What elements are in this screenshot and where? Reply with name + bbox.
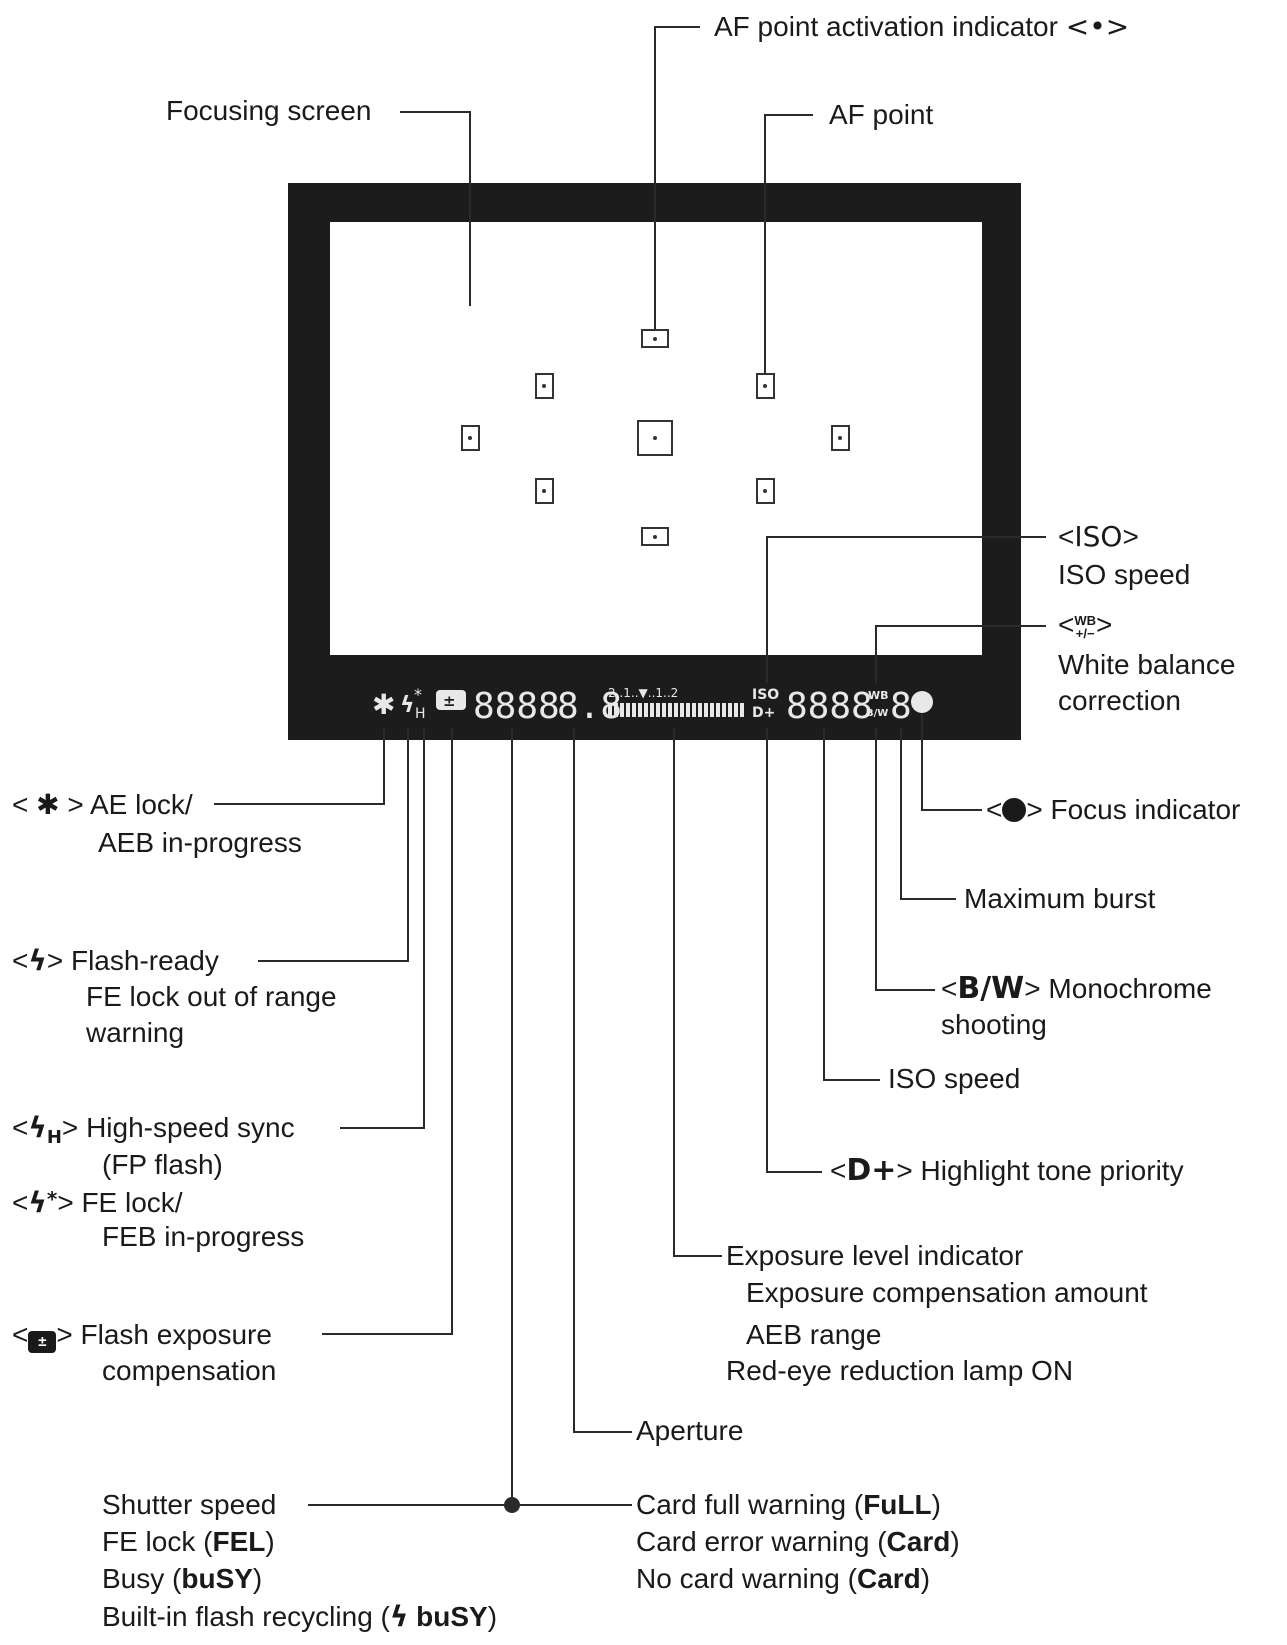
leader-focusing-screen	[400, 111, 471, 306]
lcd-exposure-bars	[608, 703, 744, 717]
label-monochrome: <B/W> Monochrome	[941, 971, 1212, 1006]
label-iso-speed-top: ISO speed	[1058, 559, 1191, 590]
label-fe-lock: <ϟ*> FE lock/	[12, 1186, 183, 1219]
label-iso-speed-bottom: ISO speed	[888, 1063, 1021, 1094]
af-point-right	[831, 425, 850, 451]
label-iso-symbol: <ISO>	[1058, 520, 1139, 553]
lcd-flash-star: *	[414, 685, 422, 704]
leader-wb	[875, 625, 1046, 683]
leader-iso-top	[766, 536, 1046, 683]
label-wb-correction-2: correction	[1058, 685, 1181, 716]
fe-lock-icon: ϟ*	[28, 1186, 58, 1219]
lcd-flash-h: H	[415, 706, 426, 722]
label-wb-correction-1: White balance	[1058, 649, 1236, 680]
leader-fe-comp	[322, 728, 453, 1335]
label-flash-ready-3: warning	[86, 1017, 185, 1048]
wb-correction-icon: WB+/−	[1074, 612, 1097, 641]
label-exposure-level: Exposure level indicator	[726, 1240, 1024, 1271]
lcd-fe-comp-icon	[436, 690, 466, 710]
af-point-lower-right	[756, 478, 775, 504]
leader-ae-lock	[214, 728, 385, 805]
leader-exposure-level	[673, 728, 722, 1257]
lcd-iso-digits: 8888	[786, 686, 873, 727]
flash-recycling-icon: ϟ	[389, 1600, 409, 1633]
label-highlight-tone: <D+> Highlight tone priority	[830, 1153, 1184, 1188]
label-card-full: Card full warning (FuLL)	[636, 1489, 941, 1520]
lcd-exposure-scale: 2..1..▼..1..2	[608, 686, 678, 700]
lcd-focus-dot	[911, 691, 933, 713]
label-hs-sync-2: (FP flash)	[102, 1149, 223, 1180]
leader-focus-indicator	[921, 714, 982, 811]
label-flash-exp-comp-2: compensation	[102, 1355, 277, 1386]
leader-max-burst	[900, 728, 956, 900]
label-ae-lock: < ✱ > AE lock/	[12, 788, 193, 821]
af-points	[461, 329, 850, 546]
label-red-eye: Red-eye reduction lamp ON	[726, 1355, 1074, 1386]
label-focus-indicator: <> Focus indicator	[986, 794, 1241, 825]
label-ae-lock-2: AEB in-progress	[98, 827, 302, 858]
lcd-dplus-label: D+	[752, 705, 775, 721]
flash-h-icon: ϟH	[28, 1111, 62, 1148]
lcd-shutter-digits: 8888	[473, 686, 560, 727]
label-flash-exp-comp: <±> Flash exposure	[12, 1318, 272, 1353]
label-fe-lock-2: FEB in-progress	[102, 1221, 305, 1252]
lcd-ae-lock-icon: ✱	[372, 688, 395, 721]
af-point-upper-left	[535, 373, 554, 399]
leader-flash-ready	[258, 728, 409, 962]
leader-af-activation	[654, 26, 700, 330]
ae-lock-icon: ✱	[36, 788, 60, 821]
label-fe-lock-fel: FE lock (FEL)	[102, 1526, 275, 1557]
lcd-bw-label: B/W	[866, 708, 888, 719]
flash-icon: ϟ	[28, 944, 47, 977]
lcd-fe-comp-symbol: ±	[443, 692, 456, 710]
bw-icon: B/W	[957, 971, 1025, 1006]
lcd-strip: ✱ ϟ * H ± 8888 8.8 2..1..▼..1..2 ISO D+ …	[372, 685, 933, 727]
label-busy: Busy (buSY)	[102, 1563, 263, 1594]
label-shutter-speed: Shutter speed	[102, 1489, 277, 1520]
label-focusing-screen: Focusing screen	[166, 95, 372, 126]
af-point-left	[461, 425, 480, 451]
label-card-error: Card error warning (Card)	[636, 1526, 960, 1557]
lcd-burst-digit: 8	[890, 686, 912, 727]
leader-aperture	[573, 728, 632, 1433]
leader-hs-sync	[340, 728, 425, 1129]
lcd-iso-label: ISO	[752, 687, 779, 703]
focus-dot-icon	[1002, 798, 1027, 822]
label-hs-sync: <ϟH> High-speed sync	[12, 1111, 295, 1148]
label-af-point: AF point	[829, 99, 934, 130]
lcd-flash-icon: ϟ	[400, 693, 415, 718]
fe-comp-icon: ±	[28, 1331, 57, 1353]
label-flash-recycling: Built-in flash recycling (ϟ buSY)	[102, 1600, 498, 1633]
leader-iso-bottom	[823, 728, 880, 1081]
af-point-dots	[468, 337, 842, 539]
label-max-burst: Maximum burst	[964, 883, 1156, 914]
label-exposure-comp: Exposure compensation amount	[746, 1277, 1148, 1308]
af-point-lower-left	[535, 478, 554, 504]
label-wb-symbol: <WB+/−>	[1058, 609, 1113, 641]
af-point-bottom	[641, 527, 669, 546]
label-flash-ready-2: FE lock out of range	[86, 981, 337, 1012]
label-aperture: Aperture	[636, 1415, 744, 1446]
leader-highlight-tone	[766, 728, 822, 1173]
label-monochrome-2: shooting	[941, 1009, 1047, 1040]
label-no-card: No card warning (Card)	[636, 1563, 931, 1594]
dplus-icon: D+	[846, 1153, 897, 1188]
junction-dot	[504, 1497, 520, 1513]
leader-af-point	[764, 114, 813, 374]
leader-lines	[214, 26, 1046, 1506]
af-point-center	[637, 420, 673, 456]
label-aeb-range: AEB range	[746, 1319, 882, 1350]
label-flash-ready: <ϟ> Flash-ready	[12, 944, 219, 977]
label-af-point-activation: AF point activation indicator <•>	[714, 10, 1130, 43]
lcd-wb-label: WB	[868, 689, 889, 702]
leader-monochrome	[875, 728, 935, 991]
